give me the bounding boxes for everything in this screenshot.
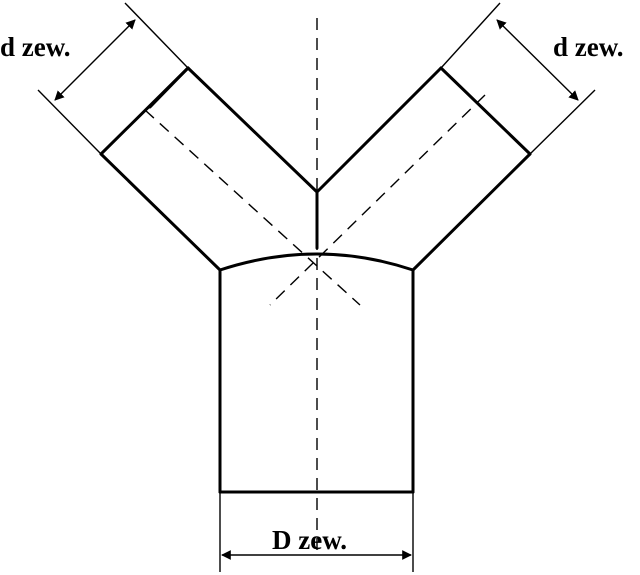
left-branch-pipe xyxy=(99,66,319,272)
right-branch-diameter-label: d zew. xyxy=(553,32,624,62)
right-branch-pipe xyxy=(315,66,532,272)
right-dimension xyxy=(440,2,596,155)
center-lines xyxy=(144,18,486,555)
main-diameter-label: D zew. xyxy=(272,525,347,555)
bottom-dimension xyxy=(219,492,414,572)
left-branch-diameter-label: d zew. xyxy=(0,32,71,62)
left-dimension xyxy=(37,2,189,155)
main-pipe xyxy=(218,252,415,494)
